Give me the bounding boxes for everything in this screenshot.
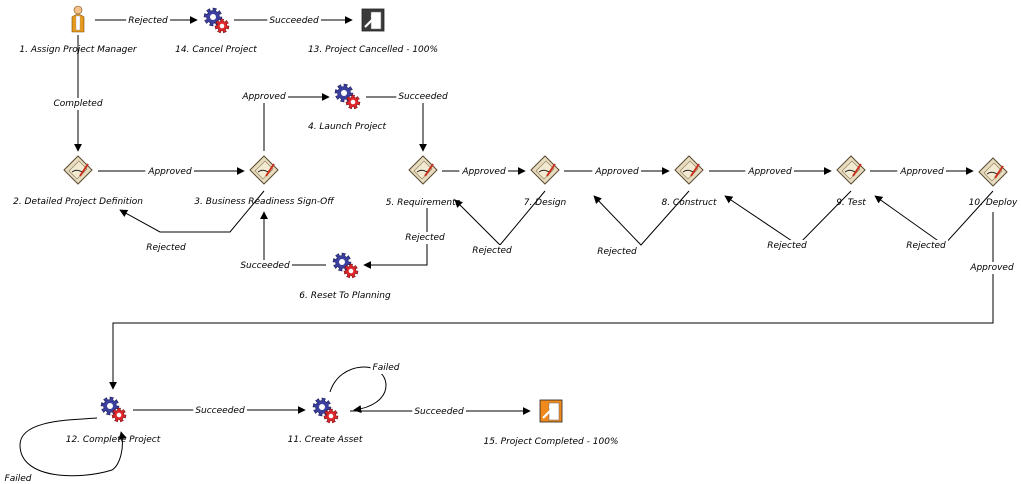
edge-n11-n11: [329, 366, 387, 414]
node-label: 3. Business Readiness Sign-Off: [194, 197, 335, 207]
edge-label-bg: [51, 98, 105, 110]
node-label: 14. Cancel Project: [175, 45, 257, 55]
edge-label-bg: [412, 406, 466, 418]
edge-label-bg: [144, 242, 189, 254]
node-label: 9. Test: [836, 198, 866, 208]
edge-label-bg: [897, 166, 946, 178]
edge-label-bg: [459, 166, 508, 178]
edge-label: Approved: [594, 167, 639, 177]
approval-form-icon[interactable]: [674, 155, 704, 185]
edge-label-bg: [592, 166, 641, 178]
edge-label: Approved: [461, 167, 506, 177]
edge-label: Succeeded: [269, 16, 319, 26]
approval-form-icon[interactable]: [978, 157, 1008, 187]
edge-label-bg: [765, 240, 810, 252]
edge-label: Failed: [5, 474, 32, 484]
node-label: 8. Construct: [661, 198, 717, 208]
exit-icon[interactable]: [539, 399, 563, 423]
node-label: 4. Launch Project: [308, 122, 387, 132]
edge-label: Succeeded: [414, 407, 464, 417]
edge-label-bg: [470, 245, 515, 257]
edge-label-bg: [145, 166, 194, 178]
edge-label: Approved: [747, 167, 792, 177]
edge-label-bg: [967, 262, 1016, 274]
edge-label: Completed: [53, 99, 102, 109]
edge-n5-n6: [363, 208, 428, 269]
node-label: 15. Project Completed - 100%: [484, 437, 619, 447]
edge-label: Rejected: [405, 233, 445, 243]
edge-label-bg: [595, 246, 640, 258]
edge-label-bg: [2, 473, 34, 484]
node-label: 12. Complete Project: [66, 435, 161, 445]
node-label: 6. Reset To Planning: [299, 291, 391, 301]
user-icon[interactable]: [71, 5, 85, 33]
edge-label: Approved: [147, 167, 192, 177]
edge-label: Failed: [373, 363, 400, 373]
edge-label: Approved: [241, 92, 286, 102]
edge-n9-n8: [724, 190, 852, 246]
approval-form-icon[interactable]: [836, 155, 866, 185]
node-label: 11. Create Asset: [288, 435, 363, 445]
edge-label: Rejected: [128, 16, 168, 26]
edge-label: Rejected: [597, 247, 637, 257]
edge-label: Approved: [899, 167, 944, 177]
gears-icon[interactable]: [312, 397, 339, 424]
edge-label: Rejected: [472, 246, 512, 256]
gears-icon[interactable]: [203, 7, 230, 34]
gears-icon[interactable]: [334, 83, 361, 110]
edge-label-bg: [403, 232, 448, 244]
gears-icon[interactable]: [332, 252, 359, 279]
edge-label-bg: [126, 15, 171, 27]
approval-form-icon[interactable]: [249, 155, 279, 185]
node-label: 1. Assign Project Manager: [19, 45, 138, 55]
edge-label: Succeeded: [398, 92, 448, 102]
edge-n6-n3: [260, 211, 326, 266]
node-label: 5. Requirements: [386, 198, 461, 208]
node-label: 13. Project Cancelled - 100%: [308, 45, 438, 55]
edge-label-bg: [904, 240, 949, 252]
exit-icon[interactable]: [361, 8, 385, 32]
approval-form-icon[interactable]: [63, 155, 93, 185]
gears-icon[interactable]: [100, 396, 127, 423]
edge-label-bg: [267, 15, 321, 27]
node-label: 7. Design: [524, 198, 567, 208]
edge-label: Succeeded: [195, 406, 245, 416]
edge-label: Succeeded: [240, 261, 290, 271]
edge-label-bg: [193, 405, 247, 417]
edge-label-bg: [238, 260, 292, 272]
edge-n8-n7: [593, 190, 690, 246]
node-label: 2. Detailed Project Definition: [13, 197, 143, 207]
approval-form-icon[interactable]: [530, 155, 560, 185]
edge-n10-n12: [109, 212, 994, 390]
edge-label: Rejected: [906, 241, 946, 251]
edge-label: Rejected: [146, 243, 186, 253]
edge-label-bg: [396, 91, 450, 103]
edge-label-bg: [370, 362, 402, 374]
approval-form-icon[interactable]: [408, 155, 438, 185]
edge-n3-n2: [119, 190, 265, 233]
edge-label-bg: [239, 91, 288, 103]
edge-label-bg: [745, 166, 794, 178]
node-label: 10. Deploy: [969, 198, 1018, 208]
edge-label: Rejected: [767, 241, 807, 251]
edge-label: Approved: [969, 263, 1014, 273]
edge-n12-n12: [19, 417, 127, 477]
